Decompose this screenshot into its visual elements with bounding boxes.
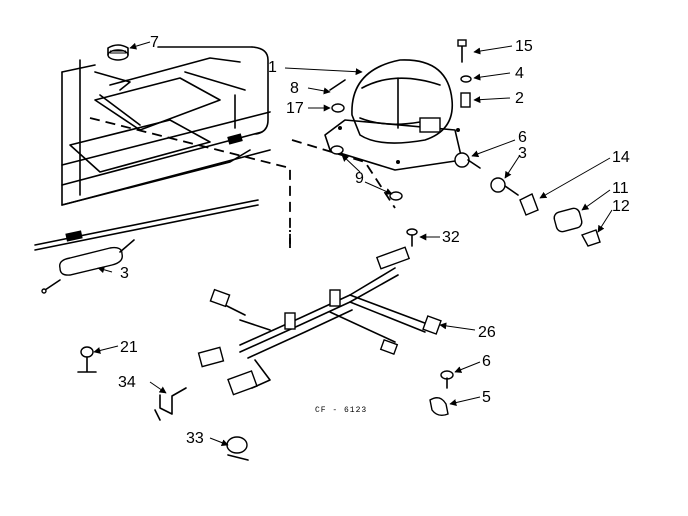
part-32-screw <box>406 228 418 247</box>
callout-2: 2 <box>515 90 524 107</box>
part-34-bracket <box>154 387 187 421</box>
cabinet-frame <box>61 46 271 206</box>
filter-drier <box>41 239 135 294</box>
relay-parts <box>454 152 601 247</box>
callout-9: 9 <box>355 170 364 187</box>
callout-4: 4 <box>515 65 524 82</box>
part-21-clip <box>77 346 97 373</box>
callout-11: 11 <box>612 180 629 197</box>
part-5-clip <box>429 397 449 417</box>
base-rail <box>34 199 259 251</box>
callout-26: 26 <box>478 324 496 341</box>
callout-6-lower: 6 <box>482 353 491 370</box>
diagram-code: CF - 6123 <box>315 406 367 415</box>
callout-12: 12 <box>612 198 630 215</box>
callout-15: 15 <box>515 38 533 55</box>
callout-6-upper: 6 <box>518 129 527 146</box>
part-6-screw <box>440 370 454 389</box>
wiring-harness <box>197 246 442 396</box>
leader-lines <box>93 41 613 446</box>
callout-3: 3 <box>120 265 129 282</box>
callout-3-upper: 3 <box>518 145 527 162</box>
callout-33: 33 <box>186 430 204 447</box>
callout-21: 21 <box>120 339 138 356</box>
callout-1: 1 <box>268 59 277 76</box>
callout-34: 34 <box>118 374 136 391</box>
callout-8: 8 <box>290 80 299 97</box>
callout-7: 7 <box>150 34 159 51</box>
compressor <box>324 59 463 171</box>
callout-17: 17 <box>286 100 304 117</box>
mounting-hardware <box>329 39 472 201</box>
callout-labels: 7 1 15 4 2 8 17 9 6 3 14 11 12 32 3 26 2… <box>118 34 630 447</box>
callout-32: 32 <box>442 229 460 246</box>
callout-14: 14 <box>612 149 630 166</box>
callout-5: 5 <box>482 389 491 406</box>
part-7-plug <box>107 44 129 61</box>
part-33-clip <box>226 436 249 461</box>
